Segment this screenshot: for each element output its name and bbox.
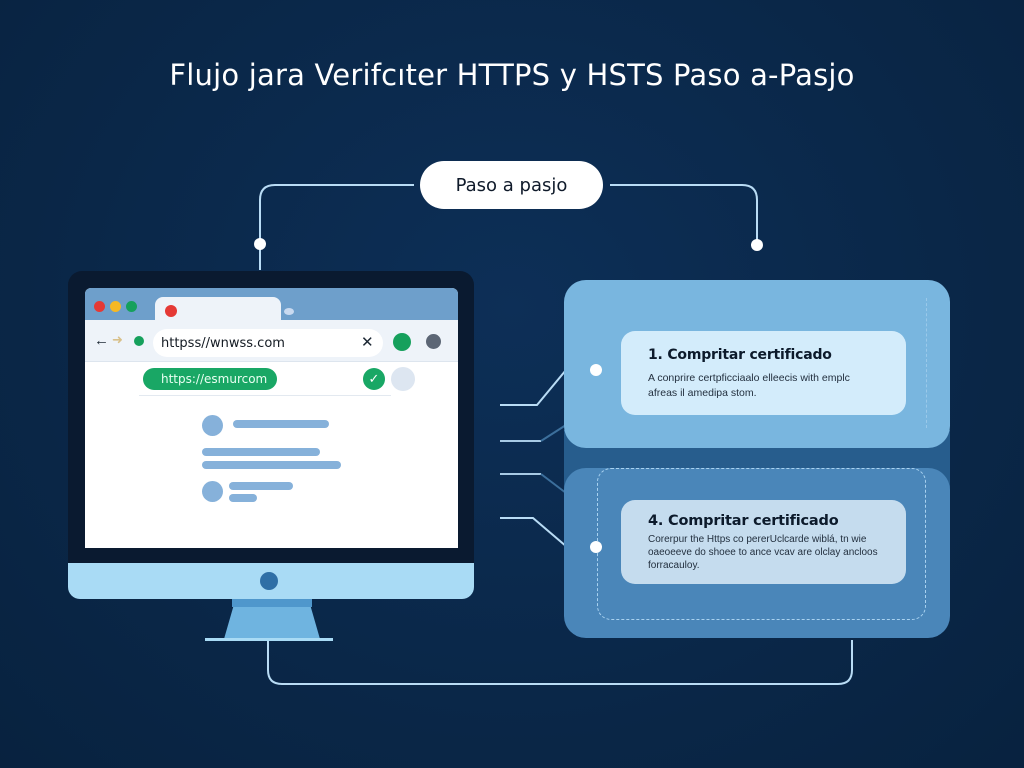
content-divider — [139, 395, 391, 396]
back-arrow-icon[interactable]: ← — [94, 332, 109, 349]
https-badge: https://esmurcom — [143, 368, 277, 390]
clear-url-icon[interactable]: ✕ — [361, 334, 374, 351]
skeleton-avatar — [202, 415, 223, 436]
step-card: 4. Compritar certificado Corerpur the Ht… — [621, 500, 906, 584]
step-description: A conprire certpficciaalo elleecis with … — [648, 372, 850, 399]
monitor-stand-base — [205, 638, 333, 641]
maximize-window-icon[interactable] — [126, 301, 137, 312]
paso-a-paso-pill: Paso a pasjo — [420, 161, 603, 209]
minimize-window-icon[interactable] — [110, 301, 121, 312]
secure-status-icon — [134, 336, 144, 346]
skeleton-line — [233, 420, 329, 428]
monitor-stand-shadow — [232, 599, 312, 607]
profile-avatar-icon[interactable] — [426, 334, 441, 349]
check-icon: ✓ — [363, 368, 385, 390]
step-title: 4. Compritar certificado — [648, 513, 839, 529]
forward-arrow-icon[interactable]: ➜ — [112, 332, 123, 347]
pill-label: Paso a pasjo — [455, 174, 568, 196]
close-window-icon[interactable] — [94, 301, 105, 312]
tab-favicon-icon — [165, 305, 177, 317]
https-badge-label: https://esmurcom — [161, 372, 268, 386]
status-placeholder-icon — [391, 367, 415, 391]
step-description: Corerpur the Https co pererUclcarde wibl… — [648, 534, 878, 571]
skeleton-avatar — [202, 481, 223, 502]
new-tab-icon[interactable] — [284, 308, 294, 315]
skeleton-line — [229, 482, 293, 490]
dashed-guide — [926, 298, 927, 428]
monitor-logo-icon — [260, 572, 278, 590]
url-bar[interactable]: httpss//wnwss.com — [153, 329, 383, 357]
skeleton-line — [229, 494, 257, 502]
browser-window: ← ➜ httpss//wnwss.com ✕ https://esmurcom… — [85, 288, 458, 548]
skeleton-line — [202, 448, 320, 456]
step-card: 1. Compritar certificado A conprire cert… — [621, 331, 906, 415]
url-value: httpss//wnwss.com — [161, 335, 285, 351]
extension-green-icon[interactable] — [393, 333, 411, 351]
skeleton-line — [202, 461, 341, 469]
diagram-title: Flujo jara Verifcıter HTTPS y HSTS Paso … — [169, 58, 855, 92]
step-title: 1. Compritar certificado — [648, 347, 832, 363]
